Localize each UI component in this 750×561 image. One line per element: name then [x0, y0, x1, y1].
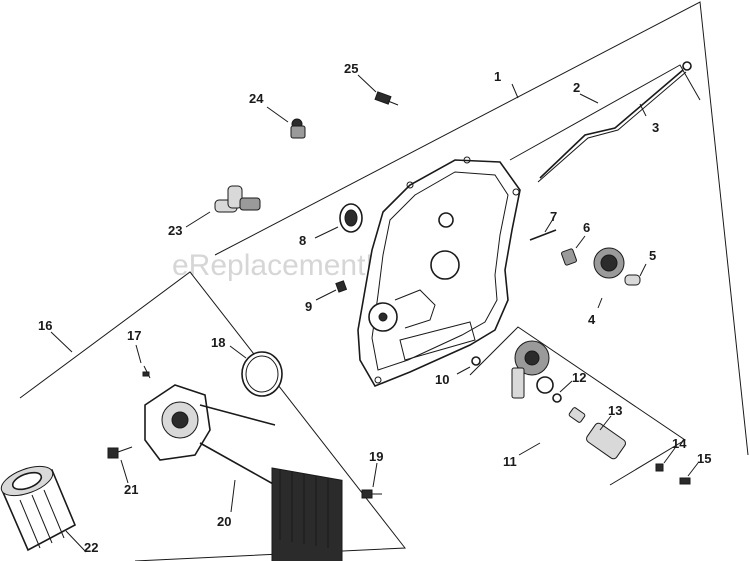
callout-12: 12 [572, 370, 586, 385]
callouts: 1 2 3 4 5 6 7 8 9 10 11 12 13 14 15 16 1… [38, 61, 711, 555]
callout-22: 22 [84, 540, 98, 555]
callout-3: 3 [652, 120, 659, 135]
callout-5: 5 [649, 248, 656, 263]
callout-1: 1 [494, 69, 501, 84]
oil-pump-11 [511, 340, 554, 399]
dipstick-2-3 [537, 61, 692, 183]
cup-5 [624, 274, 641, 286]
callout-7: 7 [550, 209, 557, 224]
callout-17: 17 [127, 328, 141, 343]
oil-filter-22 [0, 465, 77, 552]
callout-2: 2 [573, 80, 580, 95]
callout-19: 19 [369, 449, 383, 464]
screw-15 [679, 477, 691, 485]
o-ring-12 [552, 393, 562, 403]
cooler-fins [279, 470, 329, 548]
callout-4: 4 [588, 312, 596, 327]
screw-17 [142, 365, 151, 379]
callout-23: 23 [168, 223, 182, 238]
elbow-fitting-23 [214, 185, 261, 213]
oil-cooler-20 [144, 384, 343, 561]
bolt-19 [361, 489, 382, 499]
callout-8: 8 [299, 233, 306, 248]
callout-13: 13 [608, 403, 622, 418]
oil-sensor-24 [290, 118, 306, 139]
callout-18: 18 [211, 335, 225, 350]
group-boundaries [19, 1, 749, 561]
callout-11: 11 [503, 454, 517, 469]
gasket-ring-18 [241, 351, 283, 397]
leader-lines [50, 74, 699, 553]
gear-cover-1 [357, 156, 521, 388]
washer-6 [561, 248, 577, 266]
governor-gear-4 [593, 247, 625, 279]
callout-15: 15 [697, 451, 711, 466]
callout-16: 16 [38, 318, 52, 333]
nut-14 [655, 463, 664, 472]
oil-seal-8 [339, 203, 363, 233]
callout-24: 24 [249, 91, 264, 106]
pressure-relief-13 [568, 407, 626, 460]
plug-9 [335, 280, 348, 293]
callout-6: 6 [583, 220, 590, 235]
bolt-21 [107, 446, 133, 459]
pin-7 [529, 229, 557, 241]
bolt-25 [374, 91, 399, 106]
callout-9: 9 [305, 299, 312, 314]
callout-14: 14 [672, 436, 687, 451]
callout-21: 21 [124, 482, 138, 497]
callout-25: 25 [344, 61, 358, 76]
callout-10: 10 [435, 372, 449, 387]
o-ring-10 [471, 356, 481, 366]
callout-20: 20 [217, 514, 231, 529]
